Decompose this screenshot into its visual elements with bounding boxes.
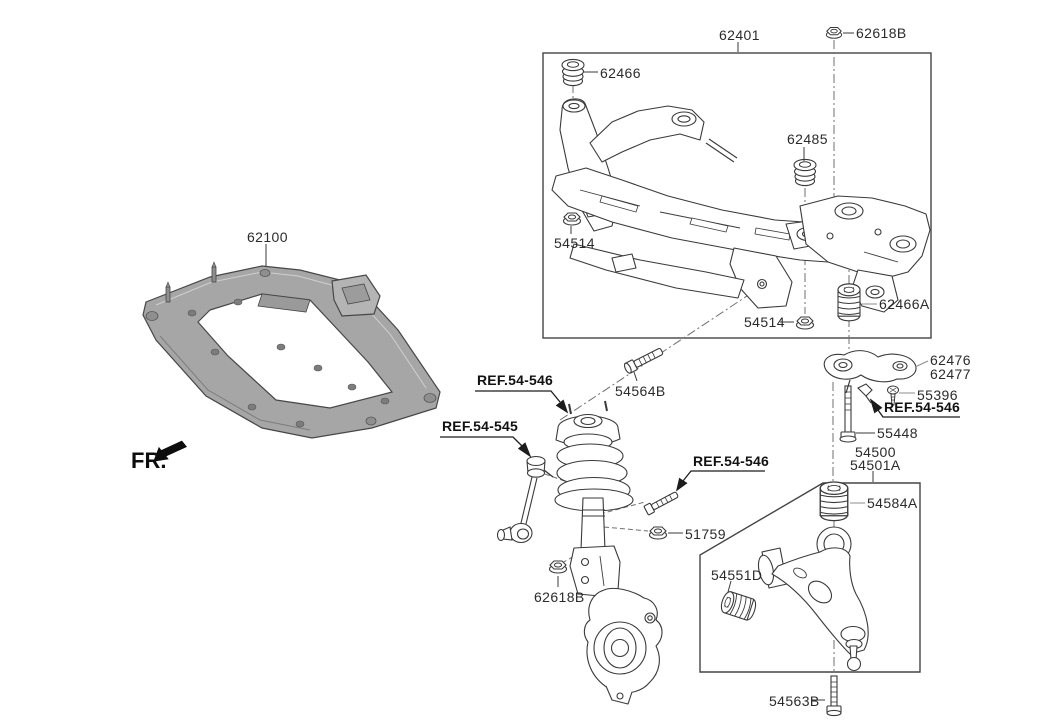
bracket-62476-icon bbox=[823, 350, 917, 404]
crossmember-62401-drawing bbox=[551, 98, 931, 313]
bushing-62485-icon bbox=[793, 158, 817, 187]
bushing-54551D-icon bbox=[718, 589, 759, 623]
crossmember-group-box bbox=[542, 52, 932, 339]
stabilizer-link-drawing bbox=[496, 455, 554, 544]
part-label-62476: 62476 bbox=[930, 352, 971, 368]
part-label-62485: 62485 bbox=[787, 131, 828, 147]
screw-55396-icon bbox=[887, 385, 899, 406]
strut-assembly-drawing bbox=[554, 400, 663, 705]
part-label-62100: 62100 bbox=[247, 229, 288, 245]
nut-62618B-top-icon bbox=[825, 27, 843, 39]
bushing-62466-icon bbox=[561, 58, 585, 87]
bolt-54563B-icon bbox=[826, 675, 842, 717]
leader-lines bbox=[265, 32, 875, 701]
bushing-54584A-icon bbox=[819, 481, 849, 522]
ref-label-stabilizer: REF.54-545 bbox=[442, 418, 518, 434]
part-label-55448: 55448 bbox=[877, 425, 918, 441]
part-label-54500: 54500 bbox=[855, 444, 896, 460]
part-label-62477: 62477 bbox=[930, 366, 971, 382]
part-label-54514-left: 54514 bbox=[554, 235, 595, 251]
strut-clamp-bolt-icon bbox=[643, 491, 679, 516]
nut-62618B-bottom-icon bbox=[548, 560, 568, 574]
part-label-55396: 55396 bbox=[917, 387, 958, 403]
front-direction-label: FR. bbox=[131, 448, 167, 473]
part-label-54563B: 54563B bbox=[769, 693, 820, 709]
part-label-62618B-top: 62618B bbox=[856, 25, 907, 41]
ref-label-strut-top: REF.54-546 bbox=[477, 372, 553, 388]
nut-54514-left-icon bbox=[562, 212, 582, 226]
leader-lines-light bbox=[850, 303, 929, 504]
lower-arm-group-box bbox=[699, 482, 921, 673]
part-label-54564B: 54564B bbox=[615, 383, 666, 399]
bushing-62466A-icon bbox=[837, 283, 861, 322]
ref-label-bracket: REF.54-546 bbox=[884, 399, 960, 415]
ref-leaders bbox=[440, 390, 960, 492]
bolt-55448-icon bbox=[839, 385, 857, 443]
fit-dashed-lines bbox=[544, 473, 649, 564]
part-label-54584A: 54584A bbox=[867, 495, 918, 511]
part-label-51759: 51759 bbox=[685, 526, 726, 542]
small-parts bbox=[548, 27, 917, 717]
part-label-54501A: 54501A bbox=[850, 457, 901, 473]
subframe-62100-drawing bbox=[142, 261, 441, 439]
bolt-54564B-icon bbox=[623, 347, 664, 374]
ref-label-strut-clamp: REF.54-546 bbox=[693, 453, 769, 469]
part-label-62466A: 62466A bbox=[879, 296, 930, 312]
nut-51759-icon bbox=[648, 526, 668, 540]
part-label-62401: 62401 bbox=[719, 27, 760, 43]
part-label-62466: 62466 bbox=[600, 65, 641, 81]
lower-control-arm-drawing bbox=[718, 481, 869, 672]
nut-54514-right-icon bbox=[795, 316, 815, 330]
front-direction-arrow-icon bbox=[153, 440, 187, 462]
part-label-54514-right: 54514 bbox=[744, 314, 785, 330]
part-label-54551D: 54551D bbox=[711, 567, 763, 583]
part-label-62618B-bottom: 62618B bbox=[534, 589, 585, 605]
